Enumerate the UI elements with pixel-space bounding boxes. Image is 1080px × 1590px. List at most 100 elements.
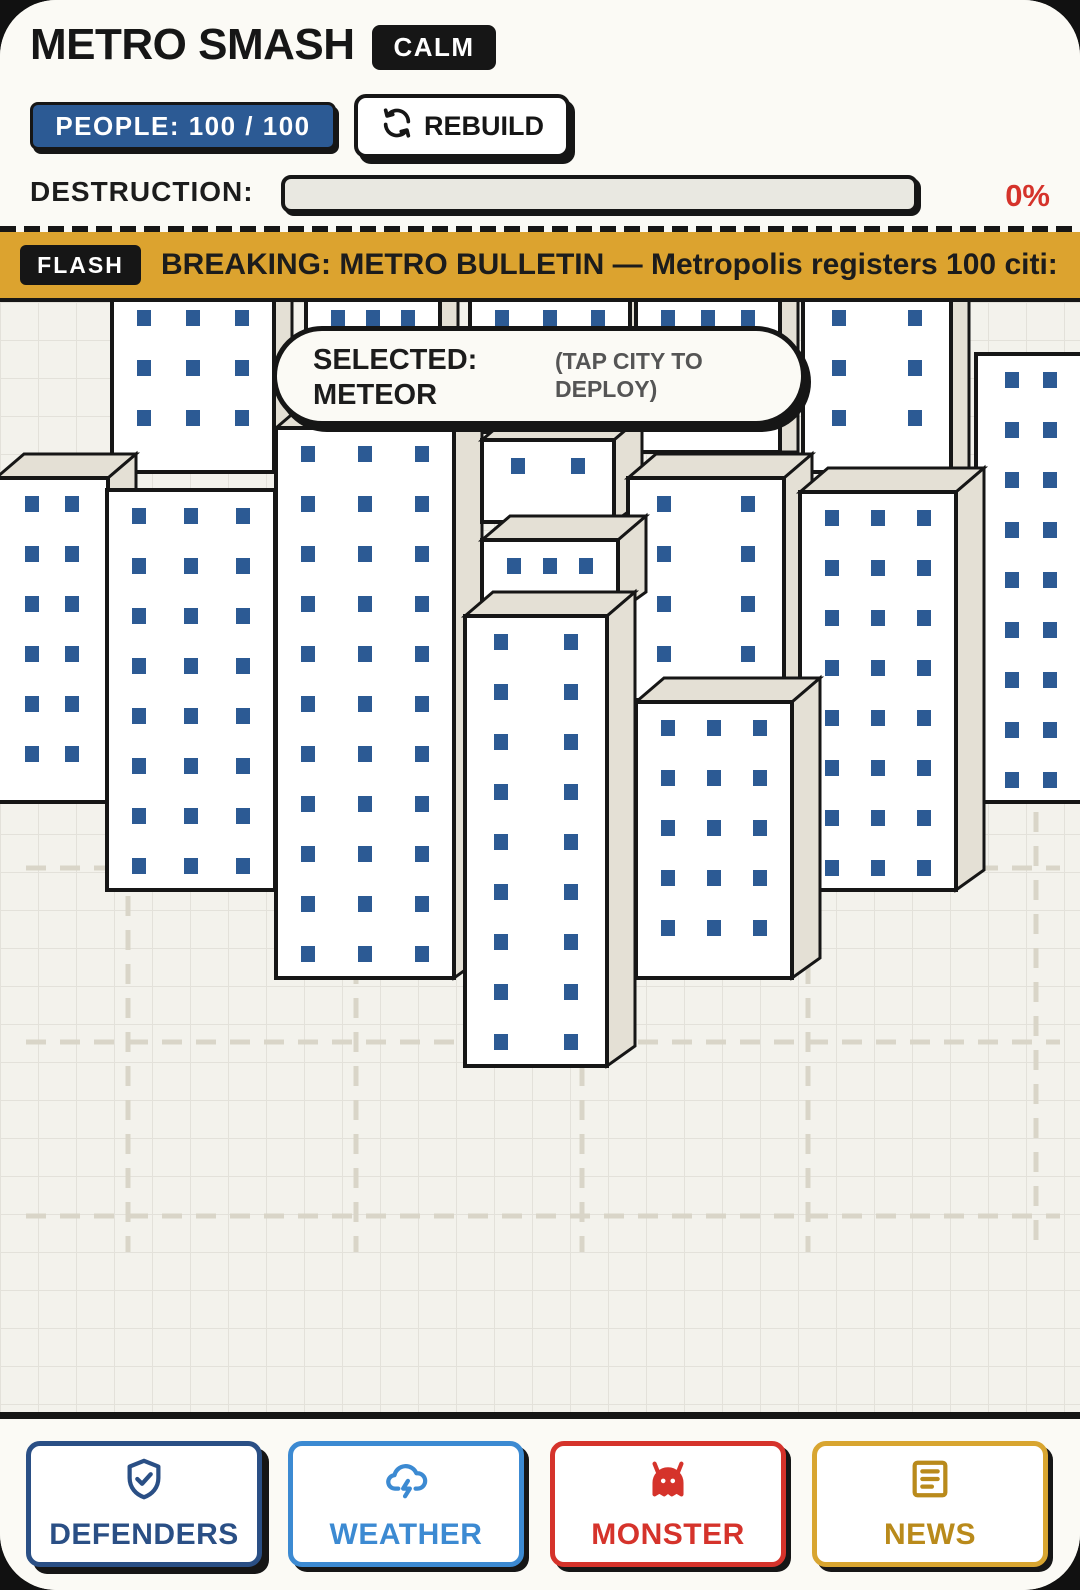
city-map[interactable] <box>0 302 1080 1412</box>
building[interactable] <box>631 674 825 981</box>
building-window <box>301 446 315 462</box>
monster-icon <box>645 1456 691 1518</box>
building-window <box>494 684 508 700</box>
building-window <box>236 708 250 724</box>
building-window <box>415 746 429 762</box>
weather-button[interactable]: WEATHER <box>288 1441 524 1567</box>
building-window <box>825 860 839 876</box>
building-window <box>825 510 839 526</box>
building[interactable] <box>477 412 647 525</box>
building-window <box>132 558 146 574</box>
building-window <box>591 310 605 326</box>
building-window <box>65 496 79 512</box>
building-window <box>571 458 585 474</box>
building-window <box>415 696 429 712</box>
building-window <box>236 758 250 774</box>
defenders-label: DEFENDERS <box>49 1518 239 1551</box>
building-window <box>358 496 372 512</box>
building-window <box>184 508 198 524</box>
building-window <box>1043 472 1057 488</box>
building-window <box>564 734 578 750</box>
building-window <box>741 596 755 612</box>
building[interactable] <box>795 464 989 893</box>
building-window <box>358 796 372 812</box>
building-window <box>825 660 839 676</box>
building[interactable] <box>110 302 294 474</box>
defenders-button[interactable]: DEFENDERS <box>26 1441 262 1567</box>
building-window <box>235 410 249 426</box>
ticker-headline: BREAKING: METRO BULLETIN — Metropolis re… <box>161 248 1058 281</box>
building[interactable] <box>974 352 1080 804</box>
building-window <box>415 496 429 512</box>
building-window <box>301 946 315 962</box>
building-layer <box>0 302 1080 1069</box>
monster-button[interactable]: MONSTER <box>550 1441 786 1567</box>
building-window <box>564 684 578 700</box>
building-window <box>415 796 429 812</box>
building-window <box>707 770 721 786</box>
building-window <box>401 310 415 326</box>
building-window <box>871 660 885 676</box>
building[interactable] <box>271 400 487 981</box>
building-window <box>1043 672 1057 688</box>
building-window <box>184 808 198 824</box>
building-window <box>741 310 755 326</box>
building-window <box>65 646 79 662</box>
tool-bar: DEFENDERS WEATHER MONSTER <box>0 1412 1080 1590</box>
weather-label: WEATHER <box>329 1518 483 1551</box>
building-window <box>358 646 372 662</box>
building-window <box>871 710 885 726</box>
building-window <box>707 870 721 886</box>
building-window <box>301 646 315 662</box>
flash-badge: FLASH <box>20 245 141 285</box>
building-window <box>358 746 372 762</box>
building-window <box>184 858 198 874</box>
building-window <box>358 596 372 612</box>
building-window <box>132 508 146 524</box>
game-title: METRO SMASH <box>30 20 355 69</box>
building-window <box>236 658 250 674</box>
building-window <box>415 446 429 462</box>
building-window <box>186 310 200 326</box>
building-window <box>25 596 39 612</box>
building[interactable] <box>801 302 971 474</box>
building[interactable] <box>460 588 640 1069</box>
building-window <box>137 360 151 376</box>
building-window <box>741 546 755 562</box>
building-window <box>564 784 578 800</box>
news-button[interactable]: NEWS <box>812 1441 1048 1567</box>
building-window <box>825 760 839 776</box>
building-window <box>661 870 675 886</box>
building-window <box>1043 422 1057 438</box>
building-window <box>1043 372 1057 388</box>
building-window <box>1005 772 1019 788</box>
building-window <box>132 658 146 674</box>
building-window <box>137 310 151 326</box>
building-window <box>753 770 767 786</box>
building-window <box>1005 522 1019 538</box>
building-window <box>415 596 429 612</box>
building-window <box>564 834 578 850</box>
building-window <box>908 310 922 326</box>
building-window <box>366 310 380 326</box>
building-window <box>236 608 250 624</box>
building-window <box>657 496 671 512</box>
rebuild-button[interactable]: REBUILD <box>354 94 570 158</box>
building-window <box>871 760 885 776</box>
deploy-hint: (TAP CITY TO DEPLOY) <box>555 348 703 402</box>
header-divider <box>0 226 1080 232</box>
building-window <box>358 696 372 712</box>
building-window <box>1005 672 1019 688</box>
building[interactable] <box>623 450 817 703</box>
building-window <box>661 770 675 786</box>
building-window <box>871 610 885 626</box>
building-window <box>65 696 79 712</box>
building-window <box>1005 372 1019 388</box>
building-window <box>661 720 675 736</box>
building-window <box>753 920 767 936</box>
building-window <box>564 934 578 950</box>
building-window <box>917 560 931 576</box>
building-window <box>495 310 509 326</box>
building[interactable] <box>105 488 295 892</box>
